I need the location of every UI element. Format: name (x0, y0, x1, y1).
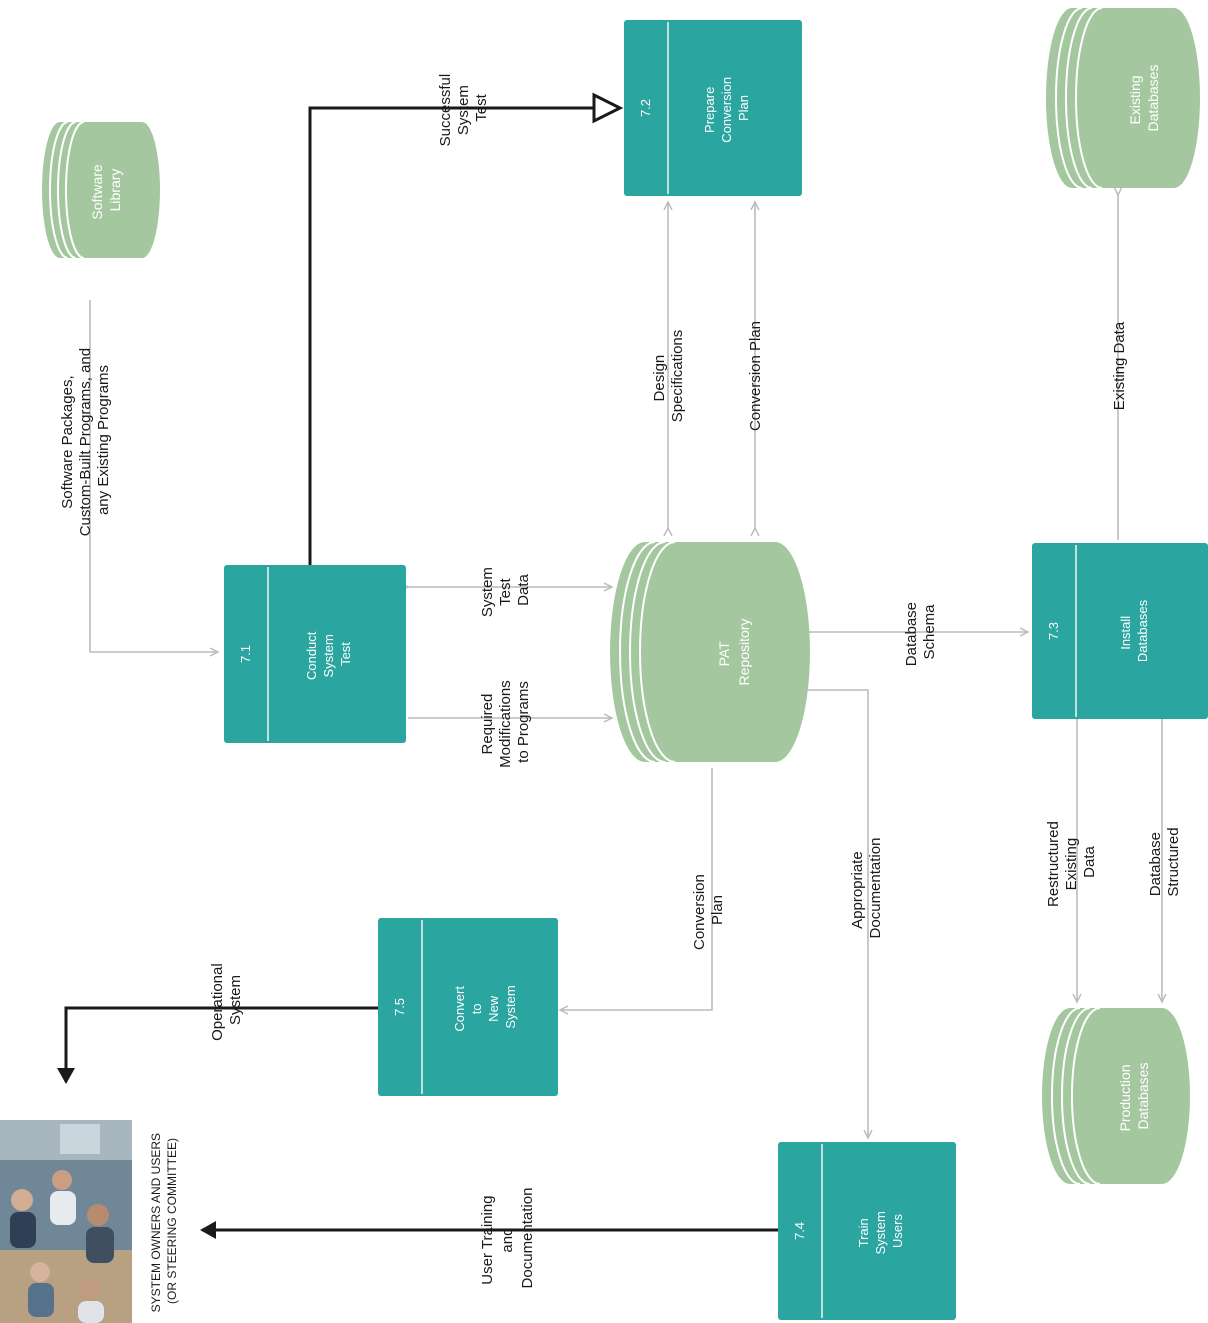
svg-text:SYSTEM OWNERS AND USERS: SYSTEM OWNERS AND USERS (OR STEERING COM… (149, 1130, 179, 1313)
svg-text:Convert to New: Convert to New System (452, 982, 518, 1031)
flow-label-successful-test: Successful System Test (437, 70, 490, 147)
store-label-line: Existing (1127, 75, 1143, 124)
store-label-line: Repository (736, 619, 752, 686)
flow-label-software-packages: Software Packages, Custom-Built Programs… (59, 344, 112, 537)
process-7-5: 7.5 Convert to New System (378, 918, 558, 1096)
flow-label-restructured-data: Restructured Existing Data (1045, 817, 1098, 907)
flow-label-required-mods: Required Modifications to Programs (479, 676, 532, 768)
store-label-line: Software (89, 164, 105, 219)
process-7-4: 7.4 Train System Users (778, 1142, 956, 1320)
process-id: 7.5 (392, 998, 407, 1016)
process-title-line: Install (1118, 616, 1133, 650)
process-7-2: 7.2 Prepare Conversion Plan (624, 20, 802, 196)
process-title-line: to (469, 1003, 484, 1014)
svg-text:Production Databases: Production Databases (1117, 1061, 1151, 1132)
data-store-production-databases: Production Databases (1042, 1007, 1190, 1185)
svg-text:PAT Repository: PAT Repository (716, 619, 752, 686)
flow-label-existing-data: Existing Data (1111, 321, 1128, 410)
store-label-line: Databases (1145, 65, 1161, 132)
flow-label-conversion-plan-low: Conversion Plan (691, 870, 726, 950)
flow-label-design-specs: Design Specifications (651, 330, 686, 423)
flow-successful-test (308, 92, 624, 565)
svg-text:Train System Users: Train System Users (856, 1208, 905, 1255)
process-7-3: 7.3 Install Databases (1032, 543, 1208, 719)
store-label-line: Production (1117, 1064, 1133, 1131)
flow-label-system-test-data: System Test Data (479, 563, 532, 617)
process-title-line: Conduct (304, 631, 319, 680)
process-7-1: 7.1 Conduct System Test (224, 565, 406, 743)
svg-text:Prepare Conversion: Prepare Conversion Plan (702, 73, 751, 142)
process-id: 7.4 (792, 1222, 807, 1240)
flow-label-appropriate-doc: Appropriate Documentation (849, 838, 884, 939)
external-label-line: SYSTEM OWNERS AND USERS (149, 1133, 163, 1312)
process-id: 7.2 (638, 99, 653, 117)
people-photo-icon (0, 1120, 132, 1323)
flow-software-packages (89, 300, 218, 652)
data-store-repository: PAT Repository (610, 541, 810, 763)
store-label-line: Databases (1135, 1063, 1151, 1130)
process-title-line: New (486, 995, 501, 1022)
svg-text:Software Library: Software Library (89, 160, 123, 219)
process-id: 7.1 (238, 645, 253, 663)
flow-operational-system (57, 1006, 378, 1084)
process-title-line: Prepare (702, 87, 717, 133)
process-id: 7.3 (1046, 622, 1061, 640)
store-label-line: Library (107, 169, 123, 212)
process-title-line: System (873, 1211, 888, 1254)
process-title-line: Users (890, 1214, 905, 1248)
flow-label-operational-system: Operational System (209, 959, 244, 1041)
svg-text:Existing Databases: Existing Databases (1127, 65, 1161, 132)
flow-label-conversion-plan-top: Conversion Plan (747, 321, 764, 431)
process-title-line: Train (856, 1218, 871, 1247)
data-store-existing-databases: Existing Databases (1046, 7, 1200, 189)
flow-appropriate-doc (800, 689, 868, 1138)
process-title-line: Test (338, 642, 353, 666)
external-agent-system-owners: SYSTEM OWNERS AND USERS (OR STEERING COM… (0, 1120, 179, 1323)
flow-conversion-plan-low (560, 768, 713, 1010)
process-title-line: Conversion (719, 77, 734, 143)
process-title-line: Convert (452, 986, 467, 1032)
flow-label-user-training: User Training and Documentation (479, 1188, 536, 1289)
flow-lines (57, 92, 1162, 1239)
flow-label-database-structured: Database Structured (1147, 827, 1182, 896)
svg-text:Install Databases: Install Databases (1118, 599, 1150, 662)
process-title-line: Plan (736, 95, 751, 121)
process-title-line: System (503, 985, 518, 1028)
process-title-line: System (321, 634, 336, 677)
external-label-line: (OR STEERING COMMITTEE) (165, 1138, 179, 1304)
data-store-software-library: Software Library (42, 121, 160, 259)
flow-label-database-schema: Database Schema (903, 598, 938, 666)
store-label-line: PAT (716, 641, 732, 667)
svg-text:Conduct System Tes: Conduct System Test (304, 628, 353, 680)
process-title-line: Databases (1135, 599, 1150, 662)
